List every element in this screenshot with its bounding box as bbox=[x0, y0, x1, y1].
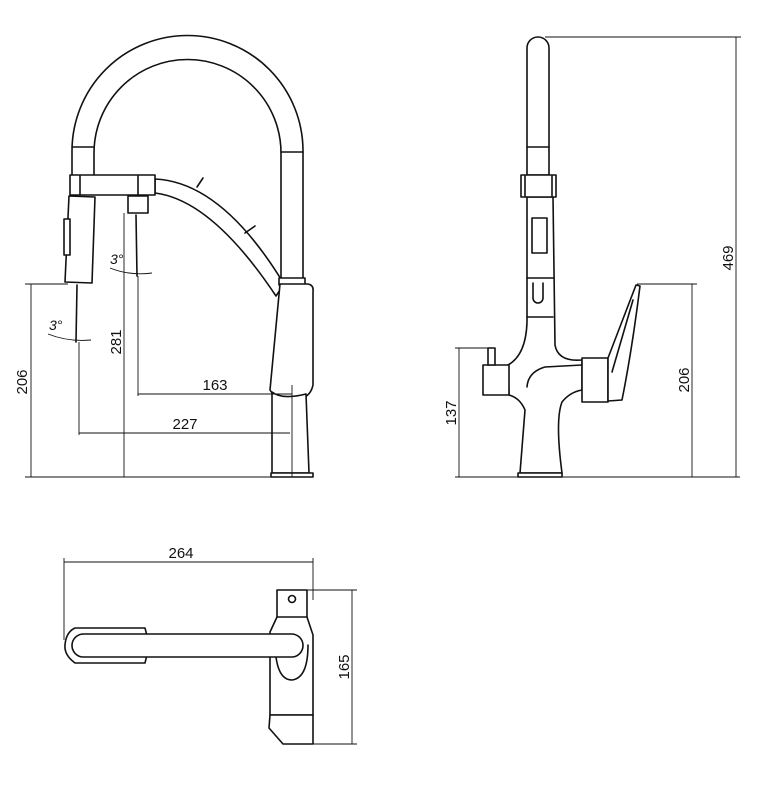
mixer-side-body bbox=[507, 196, 583, 474]
front-view: 3° 3° 206 281 163 227 bbox=[14, 34, 314, 478]
spout-arch-outer bbox=[71, 34, 304, 281]
mixer-body bbox=[269, 283, 314, 401]
dimension-label-206: 206 bbox=[676, 367, 693, 392]
spout-tube bbox=[526, 36, 550, 176]
dimension-label-137: 137 bbox=[443, 400, 460, 425]
dimension-label-264: 264 bbox=[168, 545, 193, 562]
angle-arc bbox=[47, 333, 92, 341]
filter-valve-top bbox=[276, 589, 308, 619]
hose-segment-line bbox=[196, 177, 204, 188]
dimension-label-469: 469 bbox=[720, 245, 737, 270]
angle-arc bbox=[109, 267, 153, 275]
lever-contour bbox=[611, 299, 634, 373]
water-stream-line bbox=[75, 284, 78, 343]
outlet-oval bbox=[532, 282, 544, 304]
mixer-valve-cylinder bbox=[581, 357, 609, 403]
spout-collar bbox=[520, 174, 557, 198]
dimension-label-227: 227 bbox=[172, 416, 197, 433]
dimension-label-206: 206 bbox=[14, 369, 31, 394]
body-oval bbox=[274, 639, 309, 681]
filtered-water-outlet bbox=[127, 195, 149, 214]
spout-top bbox=[71, 633, 304, 658]
side-view: 137 206 469 bbox=[443, 36, 741, 478]
filter-valve-knob bbox=[487, 347, 496, 366]
water-stream-line bbox=[135, 214, 138, 277]
angle-label: 3° bbox=[110, 251, 124, 267]
mixer-stem bbox=[271, 391, 310, 474]
dimension-label-163: 163 bbox=[202, 377, 227, 394]
dimension-label-281: 281 bbox=[108, 329, 125, 354]
top-view: 264 165 bbox=[63, 545, 357, 745]
spray-toggle-button bbox=[63, 218, 71, 256]
filter-valve-cylinder bbox=[482, 364, 510, 396]
base-plate bbox=[517, 472, 563, 478]
filter-knob-top bbox=[287, 594, 297, 604]
hose-segment-line bbox=[244, 225, 256, 234]
mixer-lever bbox=[607, 284, 641, 402]
body-contour bbox=[526, 364, 583, 388]
spray-head-bar bbox=[69, 174, 156, 196]
spray-toggle-button bbox=[531, 217, 548, 254]
mixer-lever-top bbox=[268, 714, 314, 745]
pull-out-hose bbox=[154, 178, 285, 297]
spout-arch-inner bbox=[93, 58, 282, 281]
angle-label: 3° bbox=[49, 317, 63, 333]
dimension-label-165: 165 bbox=[336, 654, 353, 679]
mixer-body-top bbox=[269, 616, 314, 716]
